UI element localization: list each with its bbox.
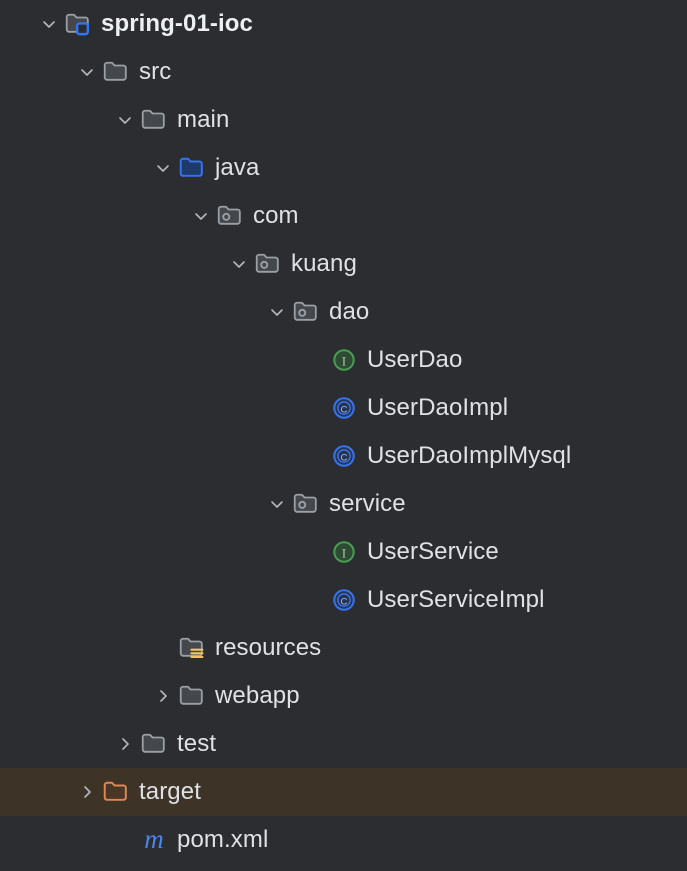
tree-node-label: pom.xml — [177, 826, 269, 853]
tree-row-service[interactable]: service — [0, 480, 687, 528]
chevron-right-icon[interactable] — [150, 683, 176, 709]
class-icon: C — [330, 442, 358, 470]
tree-node-label: kuang — [291, 250, 357, 277]
tree-node-label: spring-01-ioc — [101, 10, 253, 37]
tree-row-userdaoimplmysql[interactable]: C UserDaoImplMysql — [0, 432, 687, 480]
resources-root-folder-icon — [178, 634, 206, 662]
chevron-down-icon[interactable] — [36, 11, 62, 37]
tree-node-label: com — [253, 202, 299, 229]
tree-indent-spacer — [0, 792, 74, 793]
tree-row-target[interactable]: target — [0, 768, 687, 816]
folder-icon — [140, 730, 168, 758]
tree-toggle-placeholder — [150, 635, 176, 661]
tree-toggle-placeholder — [112, 827, 138, 853]
tree-toggle-placeholder — [302, 539, 328, 565]
package-icon — [292, 490, 320, 518]
tree-row-userservice[interactable]: I UserService — [0, 528, 687, 576]
tree-indent-spacer — [0, 72, 74, 73]
tree-row-src[interactable]: src — [0, 48, 687, 96]
tree-row-test[interactable]: test — [0, 720, 687, 768]
tree-indent-spacer — [0, 648, 150, 649]
tree-indent-spacer — [0, 360, 302, 361]
tree-row-resources[interactable]: resources — [0, 624, 687, 672]
tree-row-main[interactable]: main — [0, 96, 687, 144]
tree-row-spring-01-ioc[interactable]: spring-01-ioc — [0, 0, 687, 48]
module-folder-icon — [64, 10, 92, 38]
folder-icon — [140, 106, 168, 134]
tree-indent-spacer — [0, 552, 302, 553]
tree-indent-spacer — [0, 408, 302, 409]
chevron-down-icon[interactable] — [264, 491, 290, 517]
tree-indent-spacer — [0, 24, 36, 25]
tree-toggle-placeholder — [302, 587, 328, 613]
tree-indent-spacer — [0, 168, 150, 169]
excluded-folder-icon — [102, 778, 130, 806]
svg-text:C: C — [341, 453, 348, 464]
tree-node-label: UserServiceImpl — [367, 586, 545, 613]
chevron-down-icon[interactable] — [226, 251, 252, 277]
svg-text:C: C — [341, 597, 348, 608]
tree-node-label: UserService — [367, 538, 499, 565]
tree-row-java[interactable]: java — [0, 144, 687, 192]
folder-icon — [178, 682, 206, 710]
folder-icon — [102, 58, 130, 86]
tree-indent-spacer — [0, 264, 226, 265]
package-icon — [216, 202, 244, 230]
tree-toggle-placeholder — [302, 395, 328, 421]
svg-text:C: C — [341, 405, 348, 416]
tree-indent-spacer — [0, 696, 150, 697]
tree-row-com[interactable]: com — [0, 192, 687, 240]
class-icon: C — [330, 394, 358, 422]
tree-toggle-placeholder — [302, 443, 328, 469]
tree-row-userdao[interactable]: I UserDao — [0, 336, 687, 384]
tree-indent-spacer — [0, 216, 188, 217]
tree-node-label: webapp — [215, 682, 300, 709]
tree-indent-spacer — [0, 600, 302, 601]
tree-row-userserviceimpl[interactable]: C UserServiceImpl — [0, 576, 687, 624]
svg-text:I: I — [342, 546, 346, 560]
class-icon: C — [330, 586, 358, 614]
tree-node-label: UserDaoImpl — [367, 394, 509, 421]
tree-node-label: test — [177, 730, 217, 757]
chevron-down-icon[interactable] — [150, 155, 176, 181]
tree-node-label: service — [329, 490, 406, 517]
sources-root-folder-icon — [178, 154, 206, 182]
chevron-down-icon[interactable] — [74, 59, 100, 85]
tree-node-label: java — [215, 154, 260, 181]
chevron-down-icon[interactable] — [188, 203, 214, 229]
tree-row-webapp[interactable]: webapp — [0, 672, 687, 720]
chevron-down-icon[interactable] — [264, 299, 290, 325]
tree-row-userdaoimpl[interactable]: C UserDaoImpl — [0, 384, 687, 432]
chevron-right-icon[interactable] — [74, 779, 100, 805]
tree-node-label: resources — [215, 634, 322, 661]
maven-file-icon: m — [144, 823, 164, 854]
tree-node-label: UserDaoImplMysql — [367, 442, 572, 469]
tree-row-dao[interactable]: dao — [0, 288, 687, 336]
tree-indent-spacer — [0, 504, 264, 505]
interface-icon: I — [330, 346, 358, 374]
package-icon — [292, 298, 320, 326]
tree-node-label: dao — [329, 298, 370, 325]
tree-indent-spacer — [0, 840, 112, 841]
tree-row-pom-xml[interactable]: m pom.xml — [0, 816, 687, 864]
chevron-right-icon[interactable] — [112, 731, 138, 757]
tree-row-kuang[interactable]: kuang — [0, 240, 687, 288]
interface-icon: I — [330, 538, 358, 566]
package-icon — [254, 250, 282, 278]
tree-indent-spacer — [0, 120, 112, 121]
tree-node-label: UserDao — [367, 346, 463, 373]
tree-indent-spacer — [0, 312, 264, 313]
tree-toggle-placeholder — [302, 347, 328, 373]
tree-node-label: main — [177, 106, 230, 133]
tree-indent-spacer — [0, 456, 302, 457]
chevron-down-icon[interactable] — [112, 107, 138, 133]
tree-indent-spacer — [0, 744, 112, 745]
tree-node-label: target — [139, 778, 201, 805]
svg-text:I: I — [342, 354, 346, 368]
tree-node-label: src — [139, 58, 172, 85]
